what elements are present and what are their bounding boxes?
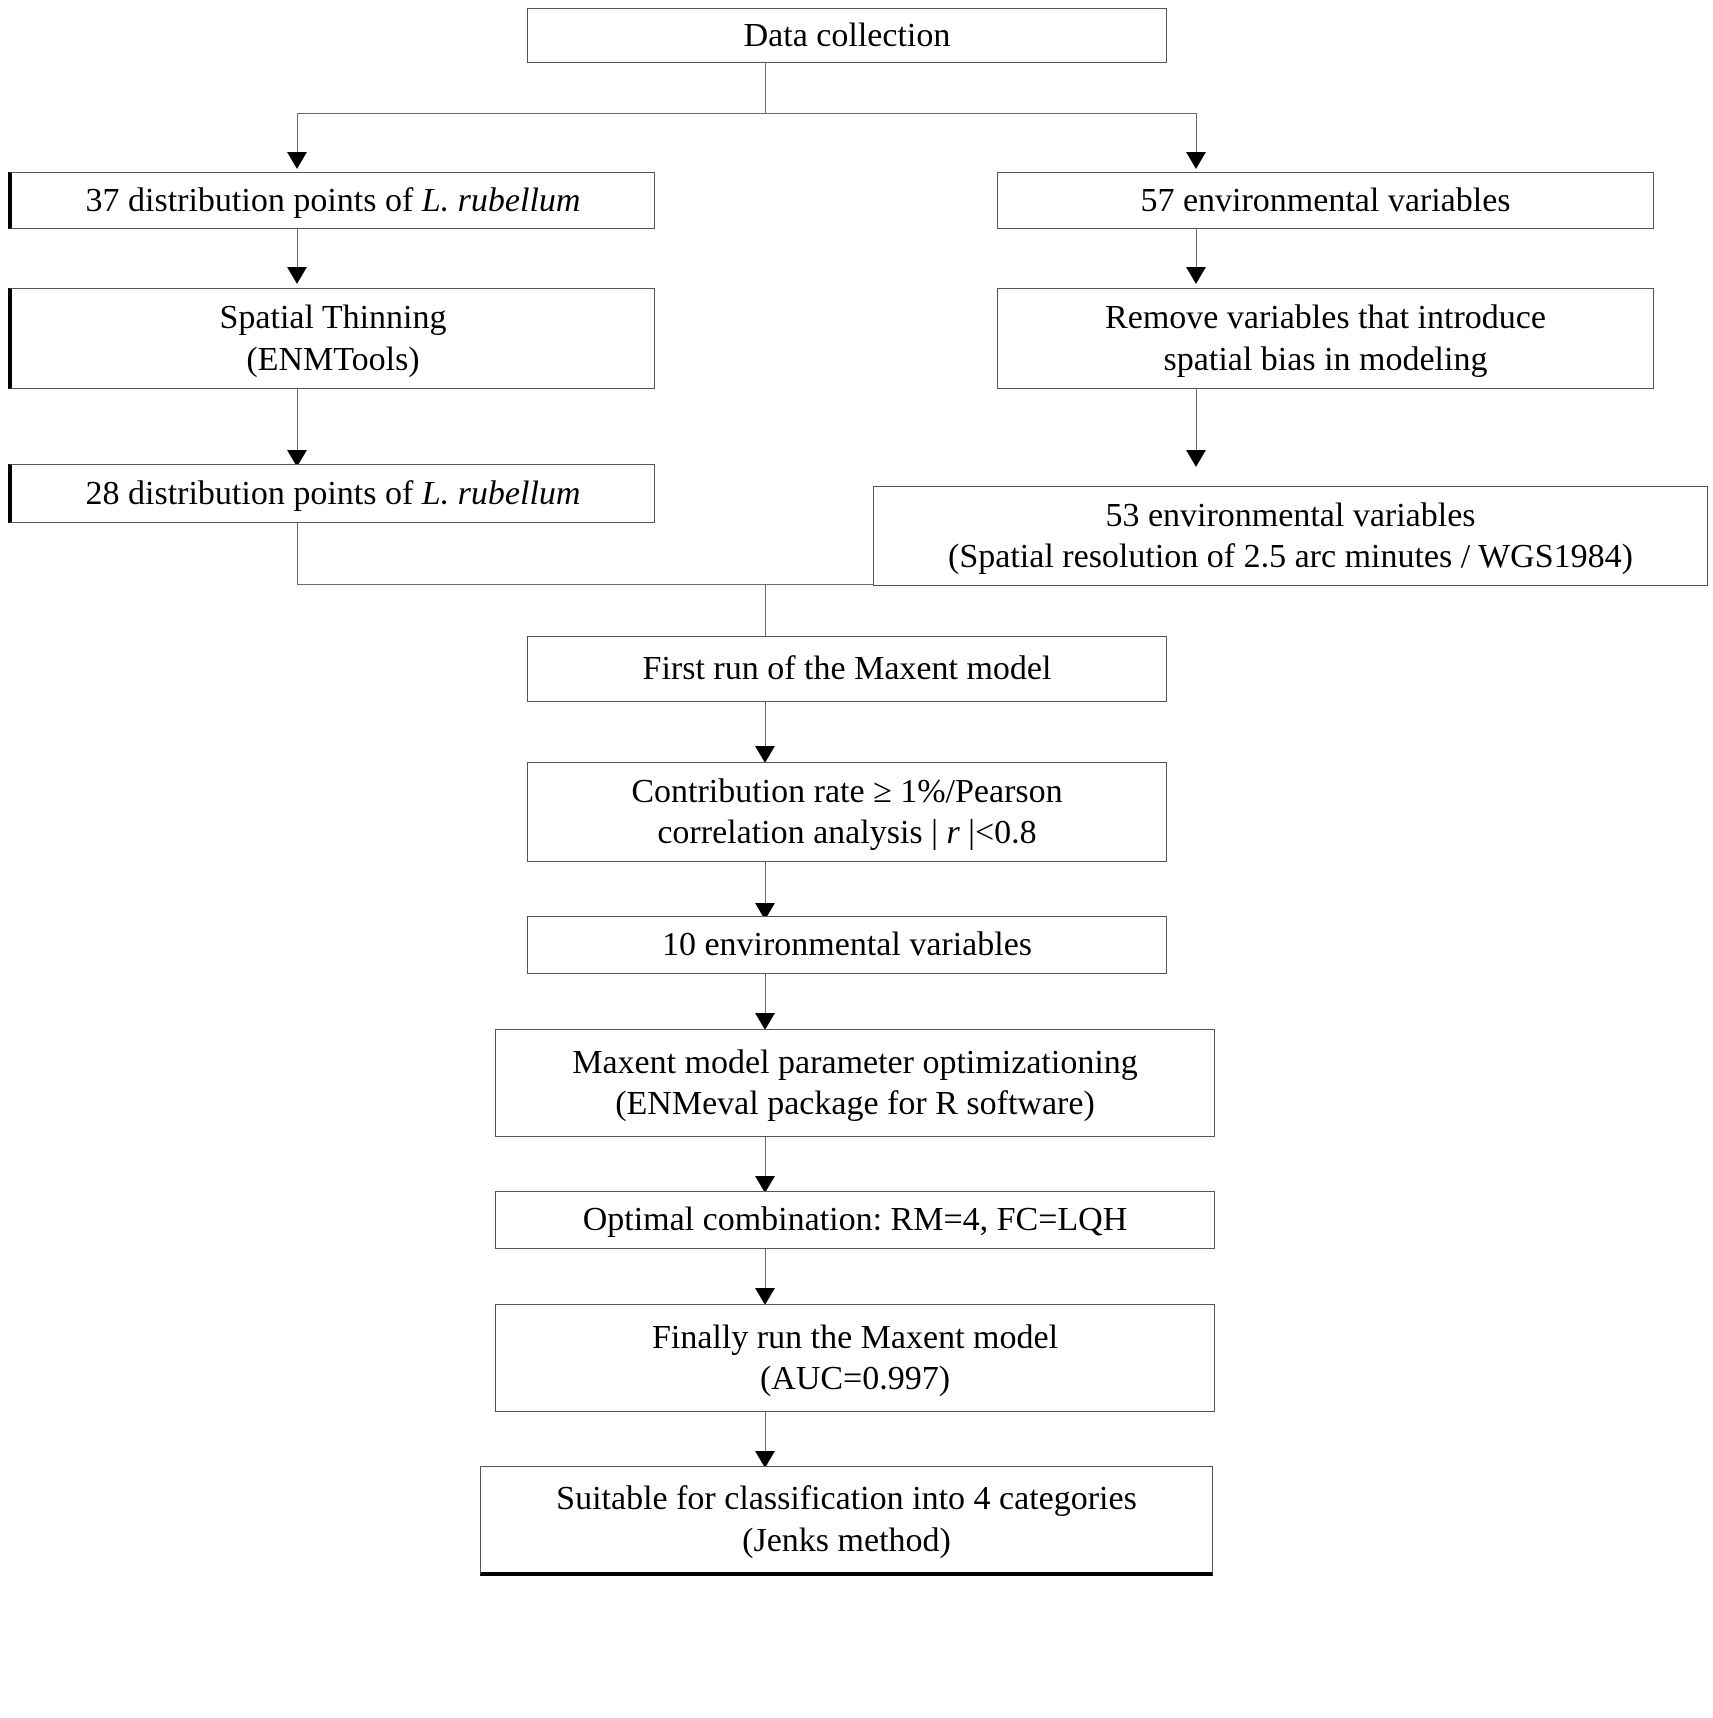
node-env-10[interactable]: 10 environmental variables (527, 916, 1167, 974)
contribution-r-symbol: r (946, 814, 960, 851)
arrowhead-to-points-37 (287, 152, 307, 169)
connector-firstrun-to-contribution (765, 702, 766, 760)
arrowhead-to-env-53 (1186, 450, 1206, 467)
contribution-l2-suffix: |<0.8 (959, 814, 1037, 851)
node-env-53[interactable]: 53 environmental variables (Spatial reso… (873, 486, 1708, 586)
node-remove-variables-line2: spatial bias in modeling (1163, 340, 1488, 378)
node-contribution-rate[interactable]: Contribution rate ≥ 1%/Pearson correlati… (527, 762, 1167, 862)
node-remove-variables-line1: Remove variables that introduce (1105, 299, 1546, 337)
node-spatial-thinning-line1: Spatial Thinning (219, 299, 447, 337)
node-final-run-line1: Finally run the Maxent model (651, 1318, 1059, 1356)
node-first-run[interactable]: First run of the Maxent model (527, 636, 1167, 702)
connector-remove-to-env53 (1196, 388, 1197, 463)
connector-data-collection-down (765, 62, 766, 114)
node-classification[interactable]: Suitable for classification into 4 categ… (480, 1466, 1213, 1576)
node-classification-line2: (Jenks method) (742, 1521, 951, 1559)
connector-optimal-to-finalrun (765, 1249, 766, 1301)
connector-thinning-to-points28 (297, 388, 298, 463)
node-parameter-optimizing-line2: (ENMeval package for R software) (615, 1085, 1095, 1122)
node-classification-line1: Suitable for classification into 4 categ… (556, 1480, 1137, 1518)
arrowhead-to-final-run (755, 1288, 775, 1305)
node-parameter-optimizing-line1: Maxent model parameter optimizationing (572, 1043, 1138, 1081)
arrowhead-to-spatial-thinning (287, 267, 307, 284)
arrowhead-to-contribution-rate (755, 746, 775, 763)
connector-finalrun-to-classification (765, 1412, 766, 1464)
connector-paramopt-to-optimal (765, 1137, 766, 1189)
node-points-37-label: 37 distribution points of L. rubellum (86, 180, 581, 221)
node-parameter-optimizing[interactable]: Maxent model parameter optimizationing (… (495, 1029, 1215, 1137)
node-points-37[interactable]: 37 distribution points of L. rubellum (8, 172, 655, 229)
node-remove-variables[interactable]: Remove variables that introduce spatial … (997, 288, 1654, 389)
connector-contribution-to-env10 (765, 862, 766, 916)
node-spatial-thinning-line2: (ENMTools) (246, 340, 420, 378)
arrowhead-to-optimal-combination (755, 1176, 775, 1193)
points-37-prefix: 37 distribution points of (85, 181, 422, 219)
connector-split-right-down (1196, 113, 1197, 161)
node-env-57[interactable]: 57 environmental variables (997, 172, 1654, 229)
node-points-28[interactable]: 28 distribution points of L. rubellum (8, 464, 655, 523)
arrowhead-to-env-57 (1186, 152, 1206, 169)
node-env-53-line2: (Spatial resolution of 2.5 arc minutes /… (948, 538, 1633, 575)
points-28-prefix: 28 distribution points of (85, 474, 422, 512)
node-optimal-combination-label: Optimal combination: RM=4, FC=LQH (582, 1201, 1128, 1239)
arrowhead-to-points-28 (287, 450, 307, 467)
arrowhead-to-parameter-optimizing (755, 1013, 775, 1030)
node-first-run-label: First run of the Maxent model (642, 650, 1052, 688)
arrowhead-to-remove-variables (1186, 267, 1206, 284)
connector-split-left-down (297, 113, 298, 161)
node-data-collection[interactable]: Data collection (527, 8, 1167, 63)
node-optimal-combination[interactable]: Optimal combination: RM=4, FC=LQH (495, 1191, 1215, 1249)
connector-points28-down (297, 523, 298, 585)
connector-merge-to-first-run (765, 584, 766, 636)
node-final-run[interactable]: Finally run the Maxent model (AUC=0.997) (495, 1304, 1215, 1412)
species-name-28: L. rubellum (421, 474, 581, 512)
node-contribution-rate-line2: correlation analysis | r |<0.8 (657, 812, 1036, 853)
node-data-collection-label: Data collection (743, 16, 951, 54)
connector-env57-to-remove (1196, 228, 1197, 280)
node-env-10-label: 10 environmental variables (661, 926, 1033, 964)
arrowhead-to-env-10 (755, 903, 775, 920)
node-final-run-line2: (AUC=0.997) (759, 1360, 951, 1397)
node-env-53-line1: 53 environmental variables (1105, 496, 1476, 534)
connector-points37-to-thinning (297, 228, 298, 280)
node-points-28-label: 28 distribution points of L. rubellum (86, 473, 581, 514)
arrowhead-to-classification (755, 1451, 775, 1468)
contribution-l2-prefix: correlation analysis | (657, 814, 947, 851)
connector-env10-to-paramopt (765, 974, 766, 1026)
connector-split-bus (297, 113, 1197, 114)
node-contribution-rate-line1: Contribution rate ≥ 1%/Pearson (631, 772, 1063, 810)
node-env-57-label: 57 environmental variables (1140, 181, 1511, 219)
connector-merge-bus (297, 584, 1197, 585)
species-name-37: L. rubellum (421, 181, 581, 219)
node-spatial-thinning[interactable]: Spatial Thinning (ENMTools) (8, 288, 655, 389)
